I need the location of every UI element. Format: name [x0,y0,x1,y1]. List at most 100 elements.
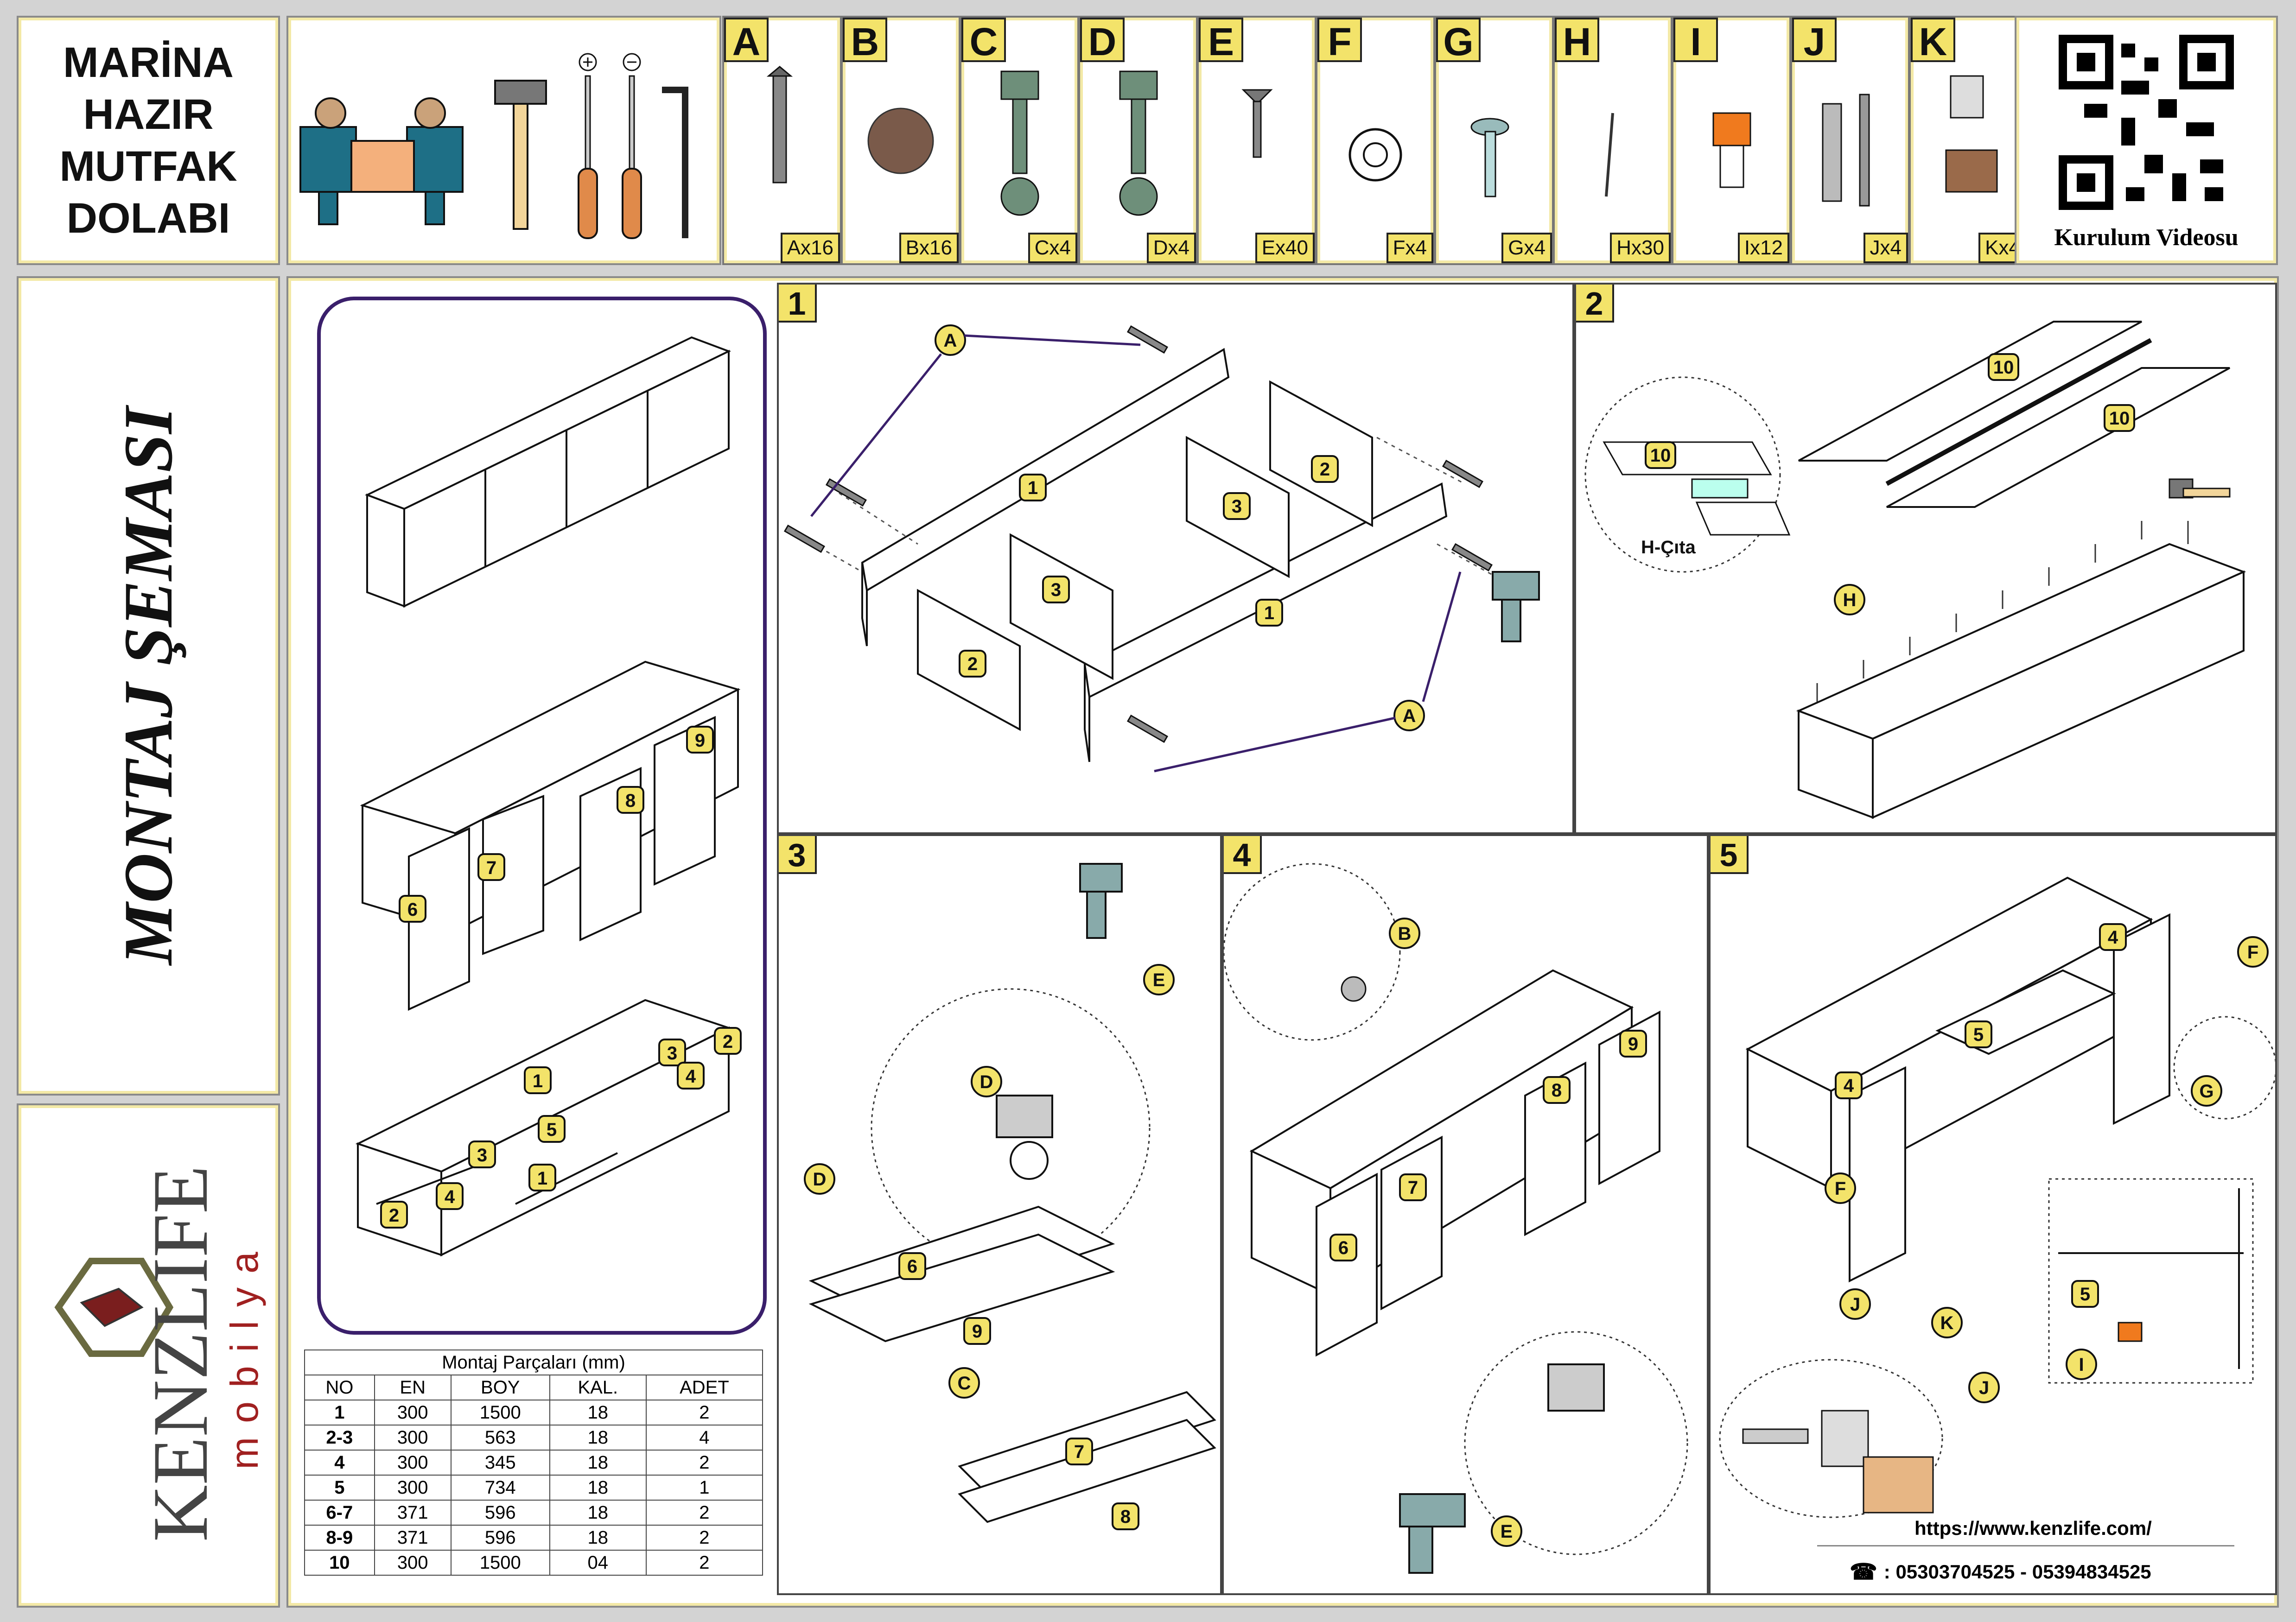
step-number: 3 [779,836,817,874]
svg-text:4: 4 [445,1187,455,1207]
svg-text:G: G [2199,1081,2213,1102]
part-badge [1042,576,1070,603]
hardware-letter: E [1199,18,1243,63]
hardware-qty: Dx4 [1146,233,1196,263]
part-badge [538,1115,566,1143]
drill-icon [1399,1493,1466,1574]
svg-text:6: 6 [1338,1238,1348,1258]
hardware-qty: Ix12 [1737,233,1789,263]
step-3-panel: 3 E D D C 6 9 7 8 [777,834,1222,1595]
step-1-panel: 1 A A 1 [777,283,1574,834]
svg-text:E: E [1153,970,1165,990]
step-5-drawing: F G F I J K J 4 5 4 5 [1719,876,2275,1518]
workers-icon [299,97,464,225]
part-badge [2104,404,2135,432]
svg-text:10: 10 [1993,357,2014,378]
phone-numbers: : 05303704525 - 05394834525 [1883,1561,2151,1583]
title-panel: MARİNA HAZIR MUTFAK DOLABI [17,16,280,265]
hardware-qty: Cx4 [1028,233,1077,263]
hinge-icon [996,1095,1053,1180]
phone-row: ☎ : 05303704525 - 05394834525 [1850,1559,2151,1585]
svg-text:10: 10 [2109,408,2130,429]
part-badge [528,1164,556,1191]
hardware-letter: K [1911,18,1955,63]
hardware-callout [2237,936,2269,968]
part-badge [1223,492,1251,520]
svg-text:1: 1 [1264,603,1274,623]
hardware-callout [1393,700,1425,731]
title-line: MUTFAK [59,143,237,190]
part-badge [1645,441,1676,469]
part-badge [1835,1071,1863,1099]
tools-illustration [299,53,688,239]
part-badge [714,1027,742,1055]
svg-text:9: 9 [972,1321,982,1342]
shelf-pin-icon [1712,112,1751,188]
part-badge [468,1140,496,1168]
closed-cabinet-drawing [364,336,731,608]
svg-text:C: C [958,1373,971,1394]
hinge-icon [1119,70,1158,216]
hardware-callout [1834,584,1865,615]
h-cita-label: H-Çıta [1641,537,1696,558]
open-door-left [1849,1066,1906,1283]
svg-text:H: H [1843,590,1857,610]
nail-icon [1605,113,1614,197]
part-badge [477,853,505,881]
svg-text:9: 9 [695,730,705,751]
open-door-right [2113,913,2170,1125]
part-badge [1311,455,1339,483]
svg-text:1: 1 [537,1168,547,1189]
svg-text:3: 3 [477,1145,487,1166]
part-badge [1065,1438,1093,1465]
svg-text:J: J [1850,1294,1860,1315]
hardware-card-g: G Gx4 [1434,16,1554,265]
svg-text:7: 7 [1074,1442,1084,1462]
door-8 [1524,1061,1586,1236]
part-badge [436,1182,464,1210]
wall-block [1863,1456,1934,1514]
svg-text:F: F [1835,1178,1846,1199]
part-badge [1019,474,1047,501]
svg-text:2: 2 [967,654,978,674]
hardware-card-f: F Fx4 [1316,16,1435,265]
svg-text:2: 2 [389,1205,399,1226]
knob-icon [1348,128,1402,182]
hardware-qty: Jx4 [1863,233,1908,263]
part-badge [1619,1030,1647,1058]
svg-text:6: 6 [407,900,418,920]
svg-text:E: E [1501,1521,1513,1542]
hardware-card-c: C Cx4 [960,16,1079,265]
part-badge [1399,1173,1427,1201]
part-badge [524,1066,552,1094]
hinge-icon [1000,70,1039,216]
short-screw-icon [1241,89,1273,158]
shelf-pin-icon [2118,1322,2143,1342]
step-number: 2 [1576,285,1614,323]
long-screw-icon [766,66,793,184]
hardware-callout [804,1163,835,1195]
cover-cap-icon [867,108,934,174]
overview-illustration [355,336,741,1257]
bolt-icon [1470,118,1509,197]
hanger-icon [1945,75,1998,193]
hardware-callout [2191,1075,2222,1107]
detail-circle [2173,1016,2275,1120]
step-3-drawing: E D D C 6 9 7 8 [804,863,1216,1530]
drill-icon [1492,571,1540,642]
website-link[interactable]: https://www.kenzlife.com/ [1914,1517,2152,1539]
hardware-letter: A [724,18,769,63]
svg-text:D: D [813,1169,827,1190]
hardware-card-e: E Ex40 [1197,16,1317,265]
svg-text:1: 1 [1028,478,1038,498]
hardware-qty: Bx16 [899,233,959,263]
hardware-qty: Fx4 [1386,233,1433,263]
part-badge [1543,1076,1571,1104]
